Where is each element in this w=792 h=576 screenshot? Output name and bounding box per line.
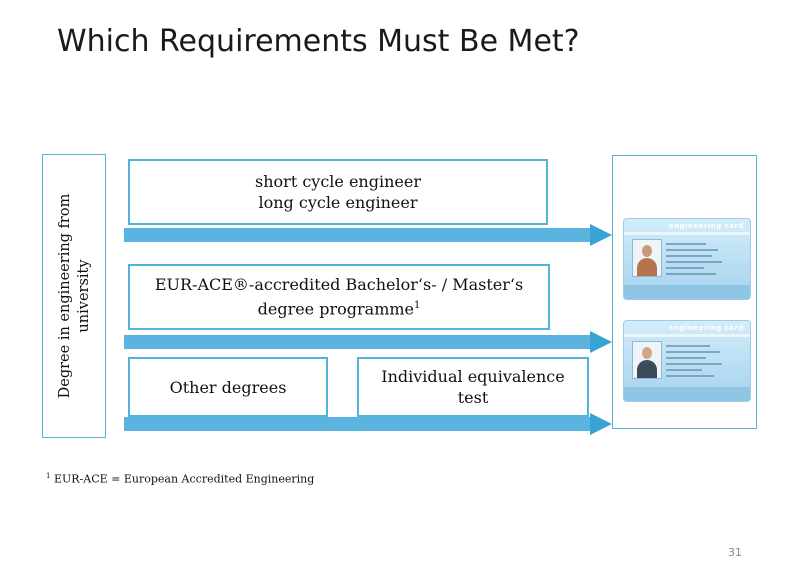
engineering-card-image-female: engineering card	[623, 218, 751, 300]
footnote: 1 EUR-ACE = European Accredited Engineer…	[46, 472, 314, 486]
footnote-marker: 1	[414, 300, 421, 312]
engineering-cards-panel: engineering card engineering card	[612, 155, 757, 429]
portrait-male-icon	[632, 341, 662, 379]
box-individual-test: Individual equivalence test	[357, 357, 589, 417]
individual-label-line2: test	[457, 388, 489, 407]
eur-ace-degree-text: degree programme	[257, 299, 414, 319]
individual-label-line1: Individual equivalence	[381, 367, 565, 386]
page-number: 31	[728, 546, 742, 559]
side-label: Degree in engineering from university	[57, 193, 92, 399]
portrait-female-icon	[632, 239, 662, 277]
eur-ace-label-line1: EUR-ACE®-accredited Bachelor‘s- / Master…	[154, 275, 524, 295]
arrow-other-degrees	[124, 413, 612, 435]
box-other-degrees: Other degrees	[128, 357, 328, 417]
eur-ace-label-line2: degree programme1	[258, 295, 421, 319]
other-degrees-label: Other degrees	[169, 377, 287, 397]
card-brand-logo: engineering card	[668, 324, 744, 332]
engineering-card-image-male: engineering card	[623, 320, 751, 402]
card-brand-logo: engineering card	[668, 222, 744, 230]
box-short-long-cycle: short cycle engineer long cycle engineer	[128, 159, 548, 225]
long-cycle-label: long cycle engineer	[258, 193, 418, 212]
box-eur-ace: EUR-ACE®-accredited Bachelor‘s- / Master…	[128, 264, 550, 330]
footnote-text: EUR-ACE = European Accredited Engineerin…	[53, 472, 315, 486]
footnote-number: 1	[46, 472, 51, 480]
short-cycle-label: short cycle engineer	[255, 172, 421, 191]
arrow-eur-ace	[124, 331, 612, 353]
slide-title: Which Requirements Must Be Met?	[57, 24, 580, 59]
side-bracket	[42, 154, 106, 438]
arrow-short-long	[124, 224, 612, 246]
